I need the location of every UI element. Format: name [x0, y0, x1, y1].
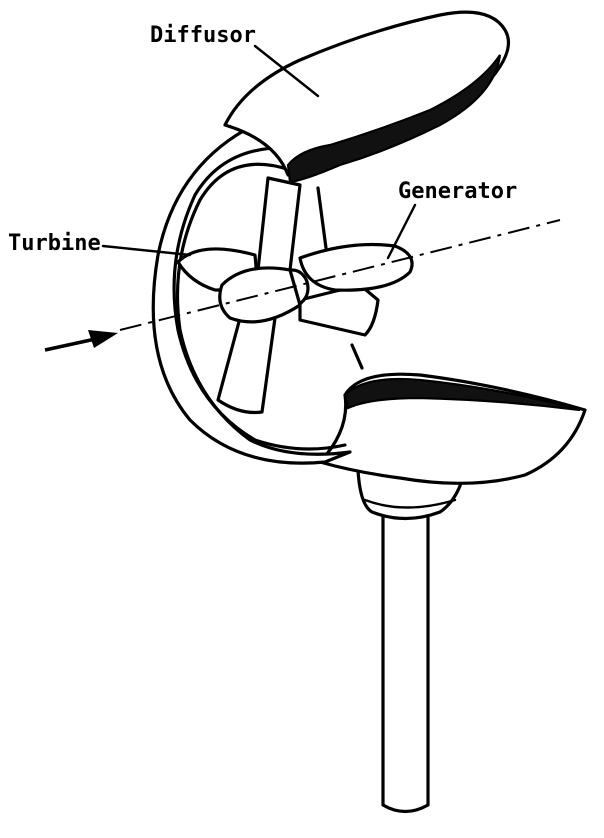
label-diffusor: Diffusor	[150, 23, 256, 48]
support-pole	[381, 508, 430, 814]
blade-bottom	[216, 316, 277, 415]
flow-axis	[119, 219, 561, 331]
diffusor-upper-shroud	[223, 10, 510, 184]
leader-lines	[101, 44, 417, 260]
diffusor-lower-lip	[318, 372, 587, 485]
wind-direction-arrow	[44, 330, 118, 352]
blade-top	[256, 176, 302, 272]
blade-right	[298, 283, 380, 337]
label-turbine: Turbine	[8, 231, 101, 256]
generator-pod	[298, 242, 414, 292]
generator-leader	[386, 203, 417, 260]
turbine-hub	[218, 266, 310, 324]
arrow-head-icon	[88, 330, 118, 348]
label-generator: Generator	[398, 179, 517, 204]
diffusor-ring	[151, 118, 352, 465]
diffusor-leader	[253, 44, 320, 98]
turbine-leader	[101, 244, 192, 257]
